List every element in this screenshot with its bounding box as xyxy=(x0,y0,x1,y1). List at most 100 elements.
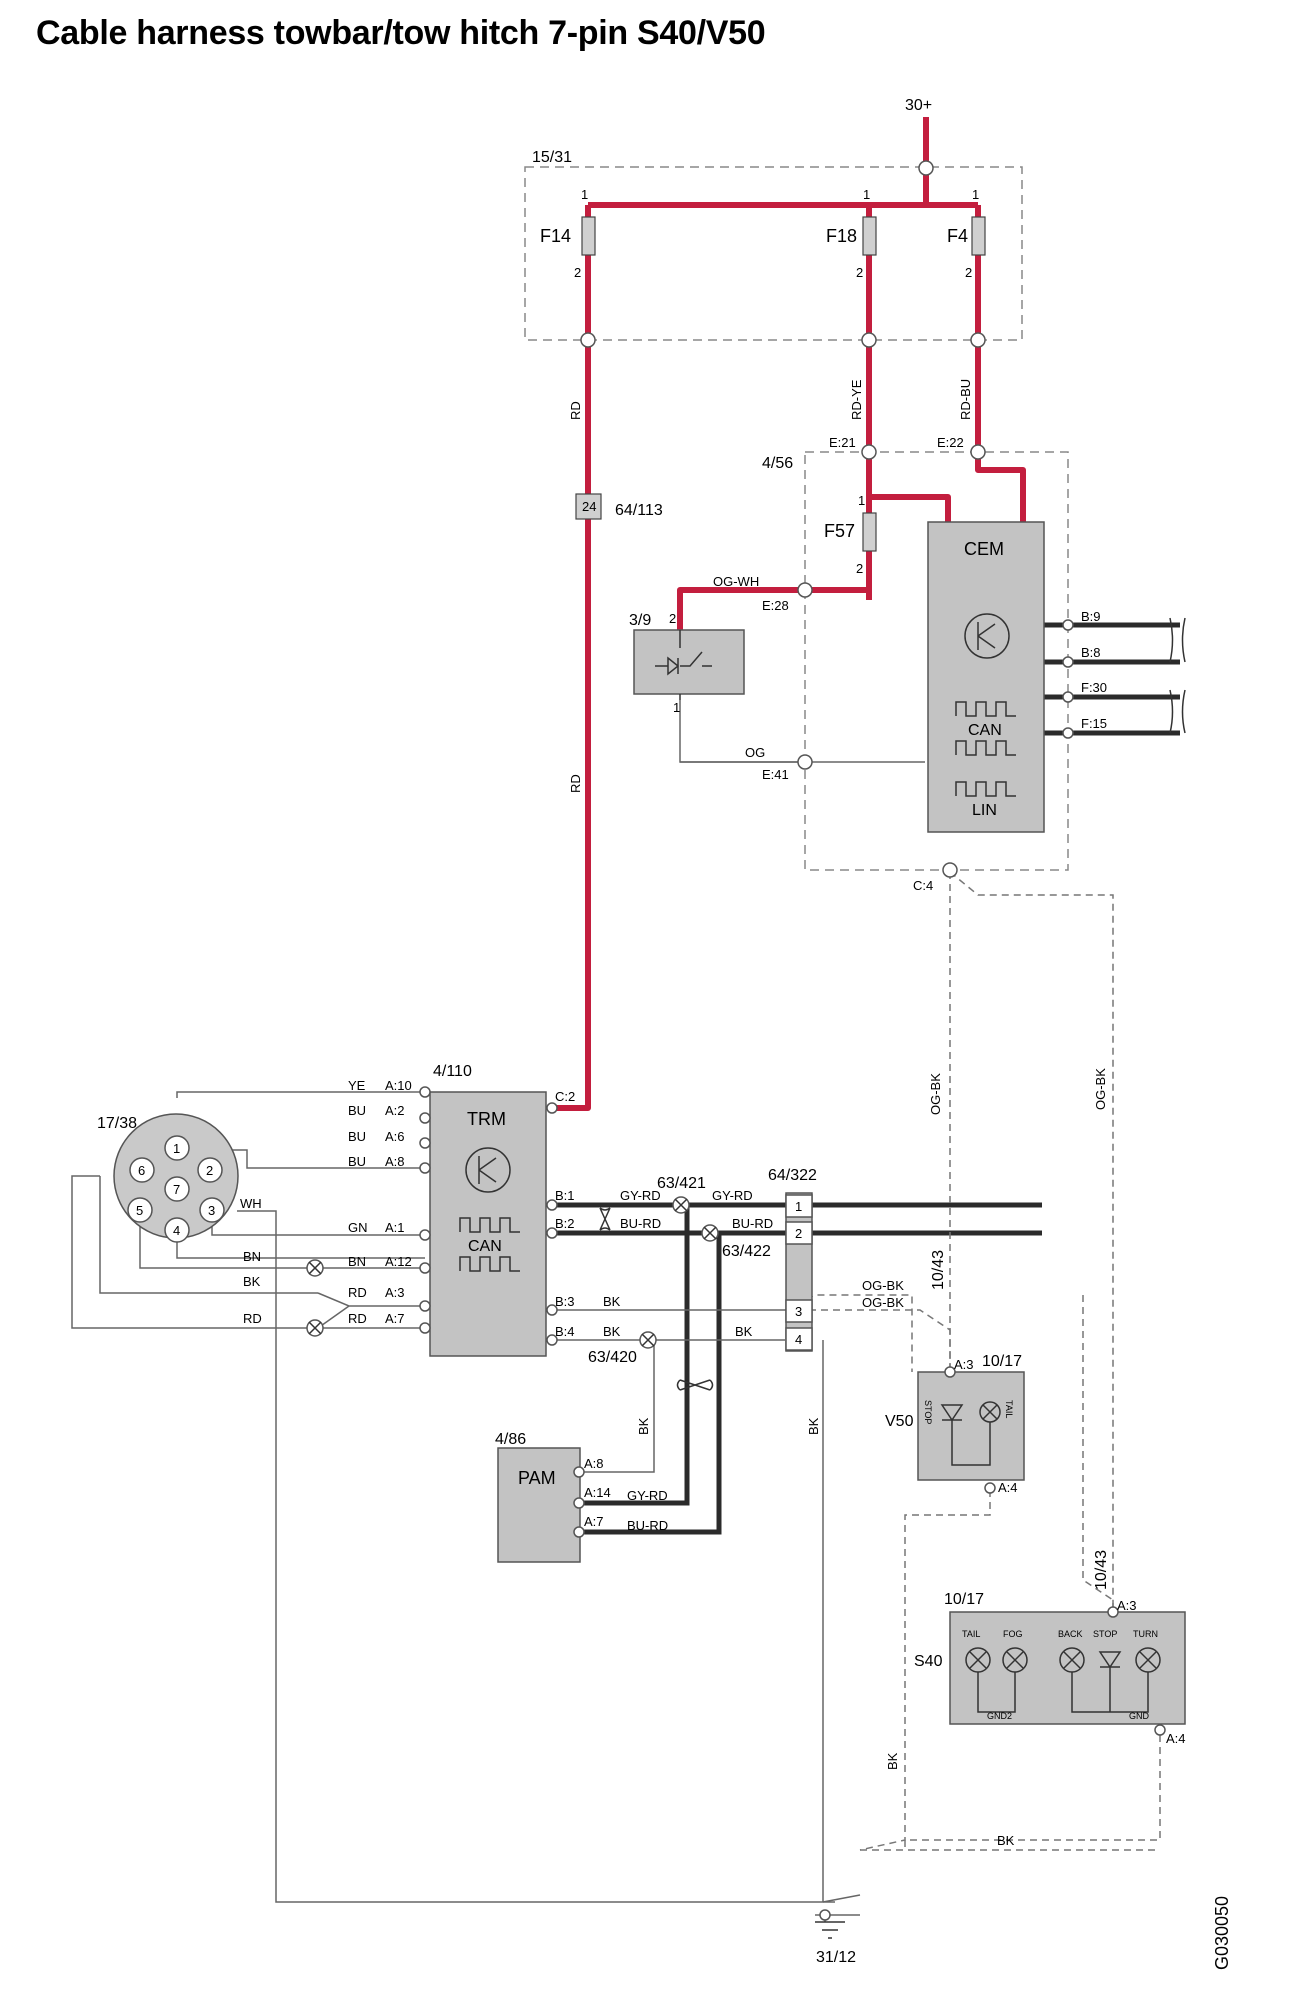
fuse-f18-label: F18 xyxy=(826,226,857,246)
terminal-4: 4 xyxy=(795,1332,802,1347)
connector-64-113-label: 64/113 xyxy=(615,502,663,519)
trm-can-label: CAN xyxy=(468,1238,502,1255)
pam-label: PAM xyxy=(518,1468,556,1488)
fuse-f57-pin2: 2 xyxy=(856,561,863,576)
wire-rd-bu: RD-BU xyxy=(958,379,973,420)
pin-f30: F:30 xyxy=(1081,680,1107,695)
wire-bk-4: BK xyxy=(735,1324,753,1339)
pam-enclosure-label: 4/86 xyxy=(495,1431,526,1448)
connector-64-113: 24 64/113 xyxy=(575,493,663,520)
pin-e22: E:22 xyxy=(937,435,964,450)
pin-pam-a14: A:14 xyxy=(584,1485,611,1500)
pin-e21: E:21 xyxy=(829,435,856,450)
trm-label: TRM xyxy=(467,1109,506,1129)
pin-a1: A:1 xyxy=(385,1220,405,1235)
ground-label: 31/12 xyxy=(816,1949,856,1966)
switch-3-9: 3/9 2 1 xyxy=(629,611,745,715)
fuse-box-label: 15/31 xyxy=(532,149,572,166)
pin-b9: B:9 xyxy=(1081,609,1101,624)
cem-module: CEM CAN LIN xyxy=(927,521,1045,833)
fuse-f14-pin2: 2 xyxy=(574,265,581,280)
fuse-f4-label: F4 xyxy=(947,226,968,246)
socket-pin-3: 3 xyxy=(208,1203,215,1218)
socket-pin-5: 5 xyxy=(136,1203,143,1218)
lamp-s40-model: S40 xyxy=(914,1653,943,1670)
lamp-v50-tail: TAIL xyxy=(1004,1400,1014,1418)
lamp-v50-label: 10/17 xyxy=(982,1353,1022,1370)
pin-e41: E:41 xyxy=(762,767,789,782)
pin-a7: A:7 xyxy=(385,1311,405,1326)
pin-b3: B:3 xyxy=(555,1294,575,1309)
socket-pin-1: 1 xyxy=(173,1141,180,1156)
connection-nodes xyxy=(419,160,1166,1921)
pin-a10: A:10 xyxy=(385,1078,412,1093)
wire-rd-ye: RD-YE xyxy=(849,379,864,420)
wire-gy-rd-2: GY-RD xyxy=(712,1188,753,1203)
socket-label: 17/38 xyxy=(97,1115,137,1132)
wire-rd-4: RD xyxy=(243,1311,262,1326)
terminal-2: 2 xyxy=(795,1226,802,1241)
wire-bu-3: BU xyxy=(348,1154,366,1169)
pam-module: PAM xyxy=(497,1447,581,1563)
pin-b2: B:2 xyxy=(555,1216,575,1231)
wire-bk-7: BK xyxy=(885,1752,900,1770)
fuse-box-enclosure xyxy=(524,166,1023,341)
wire-ye: YE xyxy=(348,1078,366,1093)
fuse-f18-pin2: 2 xyxy=(856,265,863,280)
cem-lin-label: LIN xyxy=(972,802,997,819)
lamp-v50-model: V50 xyxy=(885,1413,914,1430)
page-title: Cable harness towbar/tow hitch 7-pin S40… xyxy=(36,14,766,52)
wire-og-wh: OG-WH xyxy=(713,574,759,589)
bus-wiring xyxy=(552,622,1180,1535)
pin-a12: A:12 xyxy=(385,1254,412,1269)
splice-63-422: 63/422 xyxy=(722,1243,771,1260)
fuse-f4-pin1: 1 xyxy=(972,187,979,202)
terminal-block-label: 64/322 xyxy=(768,1167,817,1184)
pin-c4: C:4 xyxy=(913,878,933,893)
wire-bu-rd-1: BU-RD xyxy=(620,1216,661,1231)
fuse-f14-label: F14 xyxy=(540,226,571,246)
switch-pin-1: 1 xyxy=(673,700,680,715)
lamp-s40-turn: TURN xyxy=(1133,1629,1158,1639)
wire-bn-2: BN xyxy=(348,1254,366,1269)
ground-31-12: 31/12 xyxy=(815,1921,856,1966)
twist-symbols xyxy=(599,617,1186,1391)
wire-og: OG xyxy=(745,745,765,760)
pin-b8: B:8 xyxy=(1081,645,1101,660)
splices xyxy=(306,1196,719,1349)
lamp-s40-gnd: GND xyxy=(1129,1711,1150,1721)
pin-pam-a7: A:7 xyxy=(584,1514,604,1529)
lamp-s40-stop: STOP xyxy=(1093,1629,1117,1639)
terminal-3: 3 xyxy=(795,1304,802,1319)
wire-bk-5: BK xyxy=(636,1417,651,1435)
fuse-f4-pin2: 2 xyxy=(965,265,972,280)
lamp-s40-gnd2: GND2 xyxy=(987,1711,1012,1721)
lamp-unit-v50: 10/17 V50 STOP TAIL xyxy=(885,1353,1025,1481)
pin-c2: C:2 xyxy=(555,1089,575,1104)
connector-64-113-pin: 24 xyxy=(582,499,596,514)
wire-rd-5: RD xyxy=(348,1311,367,1326)
trm-module: TRM CAN xyxy=(429,1091,547,1357)
pin-s40-a3: A:3 xyxy=(1117,1598,1137,1613)
wire-gy-rd-1: GY-RD xyxy=(620,1188,661,1203)
lamp-v50-stop: STOP xyxy=(923,1400,933,1424)
lamp-unit-s40: 10/17 S40 TAIL FOG BACK STOP TURN GND2 G… xyxy=(914,1591,1186,1725)
fuse-f14-pin1: 1 xyxy=(581,187,588,202)
wire-gy-rd-3: GY-RD xyxy=(627,1488,668,1503)
fuse-f18-pin1: 1 xyxy=(863,187,870,202)
pin-pam-a8: A:8 xyxy=(584,1456,604,1471)
pin-v50-a3: A:3 xyxy=(954,1357,974,1372)
lamp-s40-fog: FOG xyxy=(1003,1629,1023,1639)
cem-enclosure-label: 4/56 xyxy=(762,455,793,472)
wire-bu-1: BU xyxy=(348,1103,366,1118)
connector-10-43-s40: 10/43 xyxy=(1093,1550,1110,1590)
pin-a8: A:8 xyxy=(385,1154,405,1169)
fuse-f57: F57 1 2 xyxy=(824,493,877,576)
wire-og-bk-1: OG-BK xyxy=(928,1073,943,1115)
pin-v50-a4: A:4 xyxy=(998,1480,1018,1495)
pin-s40-a4: A:4 xyxy=(1166,1731,1186,1746)
pin-a3: A:3 xyxy=(385,1285,405,1300)
splice-63-421: 63/421 xyxy=(657,1175,706,1192)
socket-pin-7: 7 xyxy=(173,1182,180,1197)
